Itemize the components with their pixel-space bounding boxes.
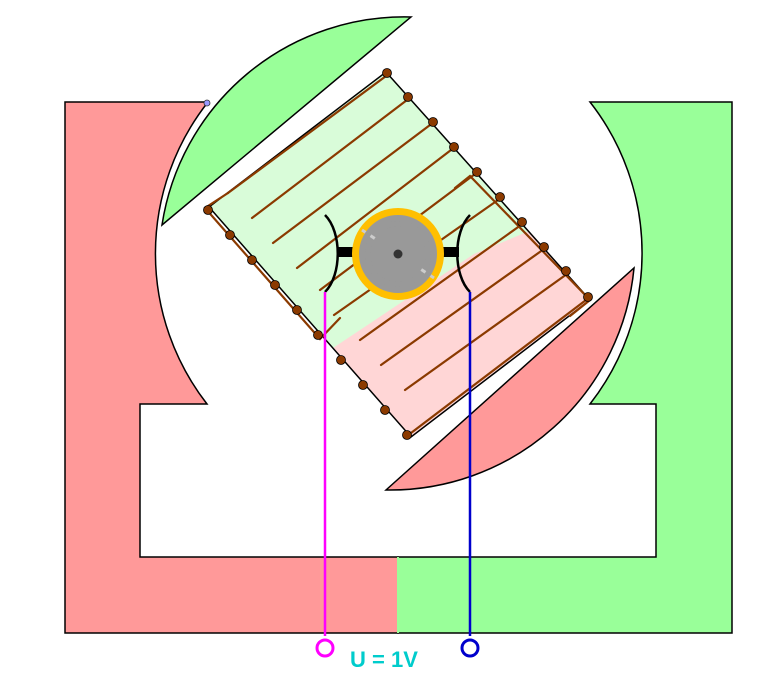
stator-left	[64, 101, 399, 634]
commutator	[352, 208, 444, 300]
brushes	[324, 214, 471, 293]
rotor-pole-green	[160, 16, 414, 227]
stator-right	[397, 101, 733, 634]
circle-terminal-icon-right[interactable]	[460, 638, 480, 658]
corner-marker	[203, 99, 211, 107]
rotor-pole-red	[384, 266, 635, 491]
voltage-label: U = 1V	[350, 647, 418, 672]
circle-terminal-icon-left[interactable]	[315, 638, 335, 658]
winding-dots	[203, 68, 593, 440]
